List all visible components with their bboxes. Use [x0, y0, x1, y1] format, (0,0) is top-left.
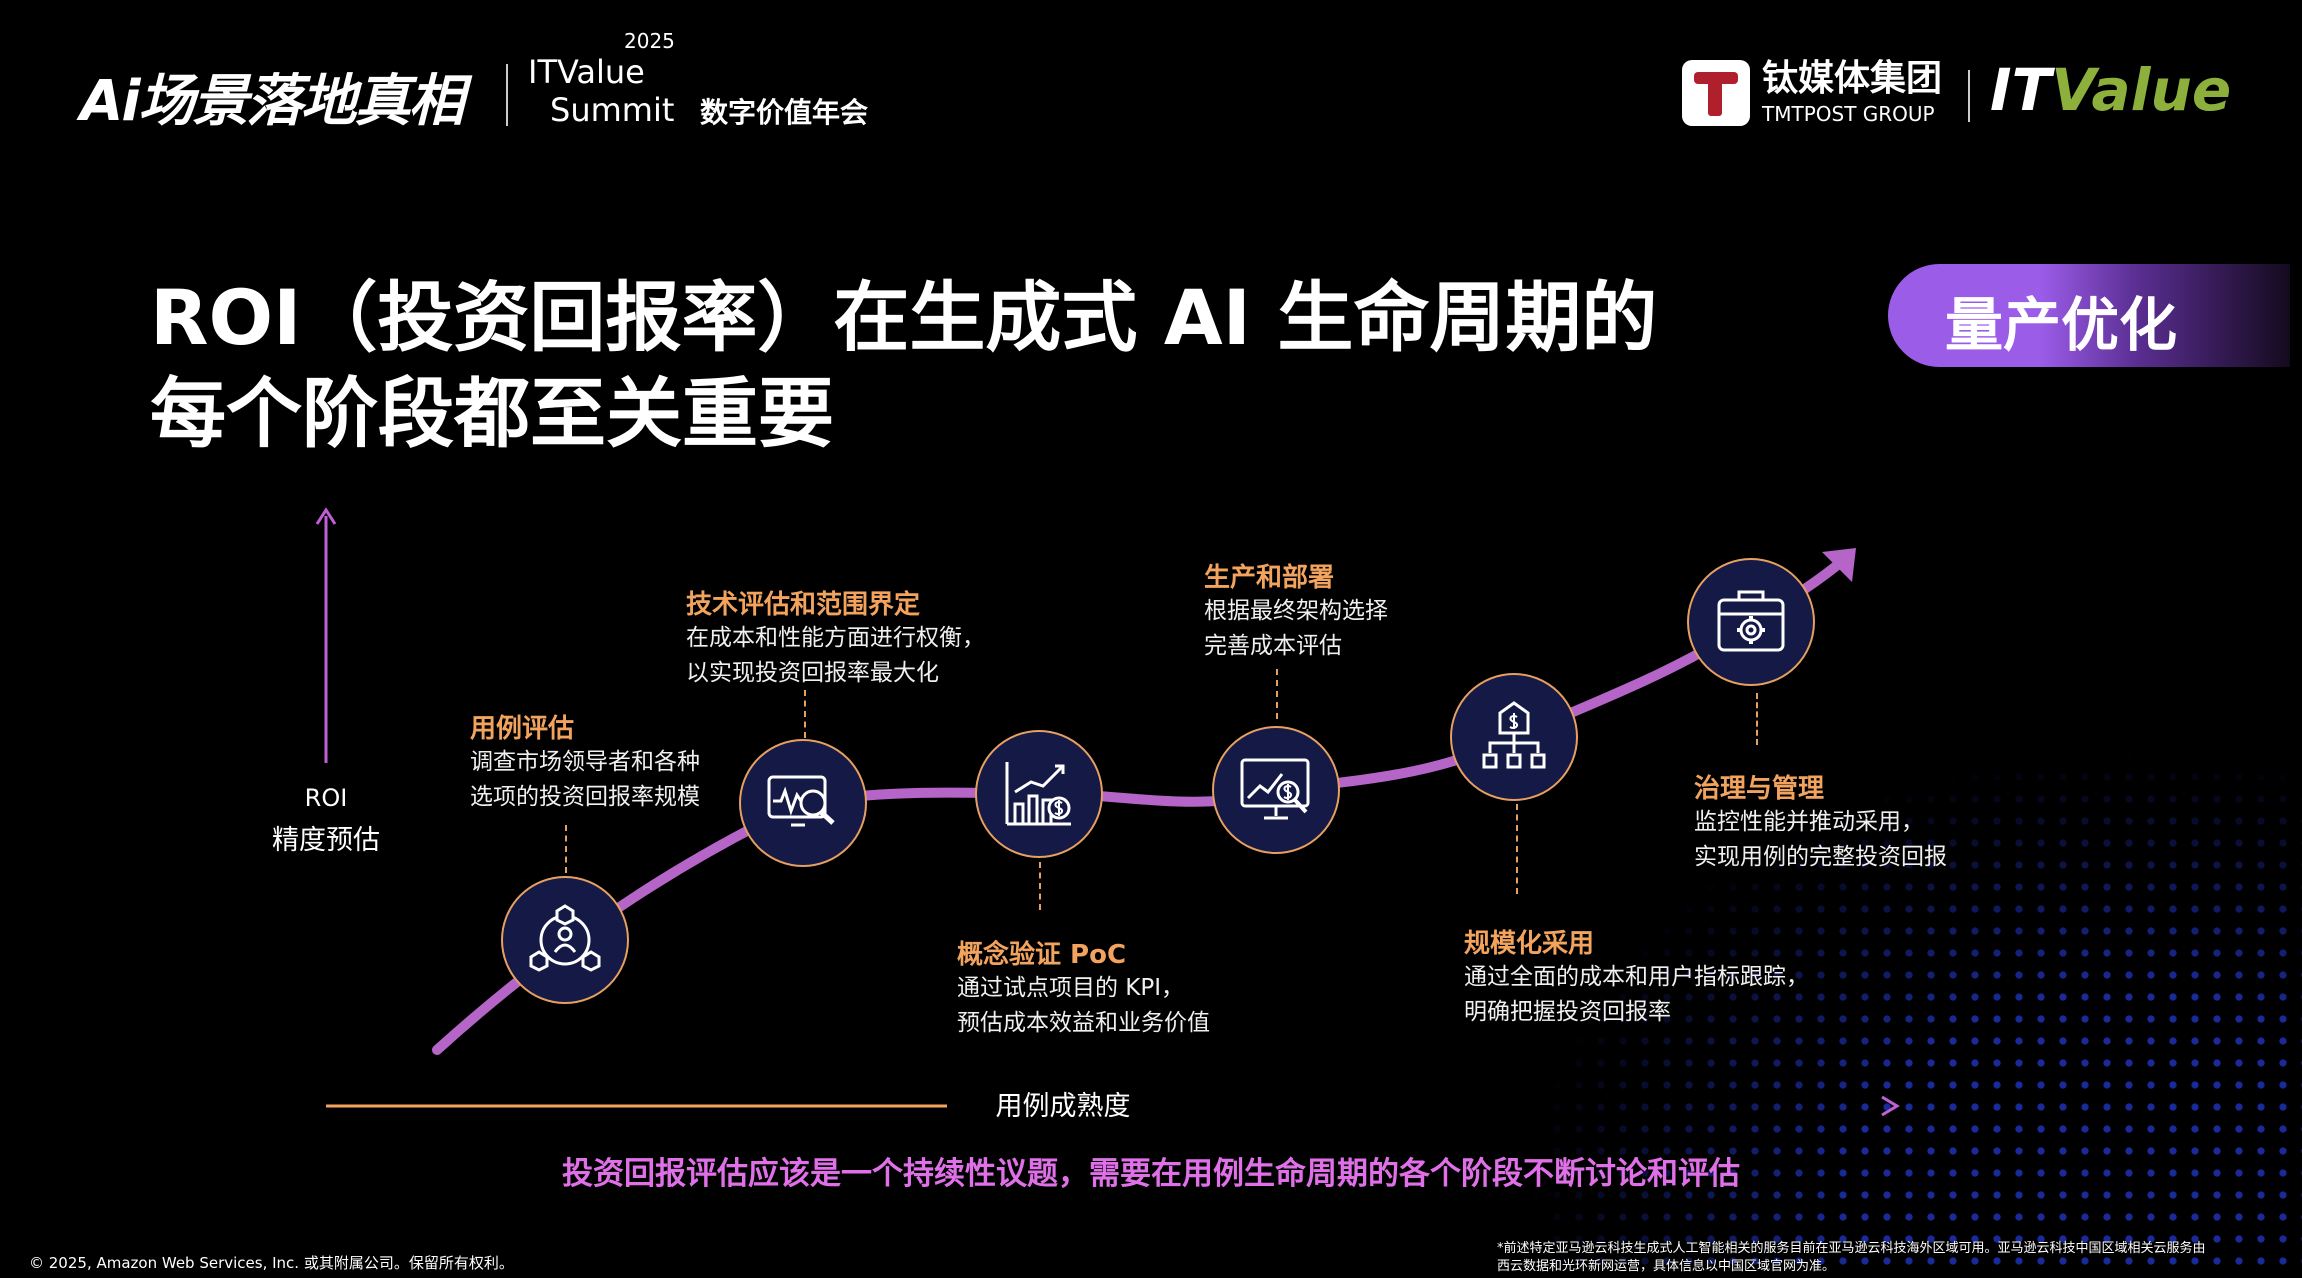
- screen-dollar-icon: [1240, 758, 1310, 820]
- stage-title: 规模化采用: [1464, 929, 1595, 959]
- page-title-line1: ROI（投资回报率）在生成式 AI 生命周期的: [150, 273, 1658, 362]
- summit-line1: ITValue: [528, 53, 645, 91]
- bottom-message: 投资回报评估应该是一个持续性议题，需要在用例生命周期的各个阶段不断讨论和评估: [562, 1156, 1740, 1192]
- stage-desc: 监控性能并推动采用，: [1694, 809, 1924, 835]
- connector-1: [565, 825, 567, 873]
- itvalue-summit-logo: 2025 ITValue Summit 数字价值年会: [528, 30, 888, 134]
- stage-node-5: [1450, 673, 1578, 801]
- curve-arrowhead: [1822, 548, 1856, 582]
- stage-desc: 根据最终架构选择: [1204, 598, 1388, 624]
- header-divider: [506, 64, 508, 126]
- stage-node-4: [1212, 726, 1340, 854]
- stage-desc: 在成本和性能方面进行权衡，: [686, 625, 985, 651]
- y-axis-label-roi: ROI: [304, 784, 348, 812]
- stage-desc: 明确把握投资回报率: [1464, 999, 1671, 1025]
- stage-text-3: 概念验证 PoC 通过试点项目的 KPI， 预估成本效益和业务价值: [957, 934, 1210, 1041]
- summit-line2: Summit: [550, 91, 675, 129]
- chart-dollar-icon: [1005, 762, 1071, 826]
- connector-2: [804, 690, 806, 738]
- stage-node-1: [501, 876, 629, 1004]
- itvalue-it: IT: [1990, 56, 2052, 124]
- stage-title: 技术评估和范围界定: [686, 590, 921, 620]
- people-network-icon: [529, 904, 601, 972]
- stage-text-2: 技术评估和范围界定 在成本和性能方面进行权衡， 以实现投资回报率最大化: [686, 584, 985, 691]
- stage-text-6: 治理与管理 监控性能并推动采用， 实现用例的完整投资回报: [1694, 768, 1947, 875]
- connector-6: [1756, 693, 1758, 745]
- briefcase-gear-icon: [1717, 590, 1785, 652]
- hierarchy-dollar-icon: [1482, 701, 1546, 769]
- stage-node-3: [975, 730, 1103, 858]
- page-title-line2: 每个阶段都至关重要: [150, 369, 834, 458]
- stage-title: 生产和部署: [1204, 563, 1335, 593]
- stage-badge: 量产优化: [1888, 264, 2290, 367]
- copyright: © 2025, Amazon Web Services, Inc. 或其附属公司…: [29, 1254, 514, 1272]
- x-axis-label: 用例成熟度: [995, 1091, 1131, 1122]
- connector-5: [1516, 804, 1518, 894]
- stage-node-6: [1687, 558, 1815, 686]
- stage-desc: 预估成本效益和业务价值: [957, 1010, 1210, 1036]
- stage-text-5: 规模化采用 通过全面的成本和用户指标跟踪， 明确把握投资回报率: [1464, 923, 1809, 1030]
- y-axis-label-accuracy: 精度预估: [272, 825, 380, 856]
- stage-desc: 通过试点项目的 KPI，: [957, 975, 1185, 1001]
- group-cn: 钛媒体集团: [1762, 58, 1943, 99]
- tmtpost-logo: [1682, 60, 1750, 126]
- stage-title: 治理与管理: [1694, 774, 1825, 804]
- itvalue-value: Value: [2051, 56, 2232, 124]
- stage-text-1: 用例评估 调查市场领导者和各种 选项的投资回报率规模: [470, 708, 700, 815]
- monitor-search-icon: [767, 775, 835, 827]
- stage-node-2: [739, 739, 867, 867]
- header-divider-right: [1968, 70, 1970, 122]
- footnote-line1: *前述特定亚马逊云科技生成式人工智能相关的服务目前在亚马逊云科技海外区域可用。亚…: [1497, 1241, 2206, 1256]
- brand-logo-ai-scene: Ai场景落地真相: [80, 69, 465, 134]
- stage-desc: 通过全面的成本和用户指标跟踪，: [1464, 964, 1809, 990]
- stage-desc: 完善成本评估: [1204, 633, 1342, 659]
- summit-cn: 数字价值年会: [700, 96, 869, 129]
- stage-desc: 选项的投资回报率规模: [470, 784, 700, 810]
- stage-desc: 以实现投资回报率最大化: [686, 660, 939, 686]
- stage-title: 用例评估: [470, 714, 575, 744]
- y-axis: [315, 507, 337, 1106]
- stage-desc: 调查市场领导者和各种: [470, 749, 700, 775]
- footnote: *前述特定亚马逊云科技生成式人工智能相关的服务目前在亚马逊云科技海外区域可用。亚…: [1497, 1240, 2206, 1276]
- itvalue-logo: ITValue: [1990, 56, 2231, 124]
- footnote-line2: 西云数据和光环新网运营，具体信息以中国区域官网为准。: [1497, 1259, 1836, 1274]
- connector-3: [1039, 862, 1041, 910]
- stage-desc: 实现用例的完整投资回报: [1694, 844, 1947, 870]
- connector-4: [1276, 669, 1278, 719]
- x-axis: [326, 1095, 1900, 1117]
- group-en: TMTPOST GROUP: [1762, 102, 1935, 126]
- stage-title: 概念验证 PoC: [957, 940, 1127, 970]
- stage-text-4: 生产和部署 根据最终架构选择 完善成本评估: [1204, 557, 1388, 664]
- badge-label: 量产优化: [1945, 291, 2178, 359]
- summit-year: 2025: [624, 29, 675, 53]
